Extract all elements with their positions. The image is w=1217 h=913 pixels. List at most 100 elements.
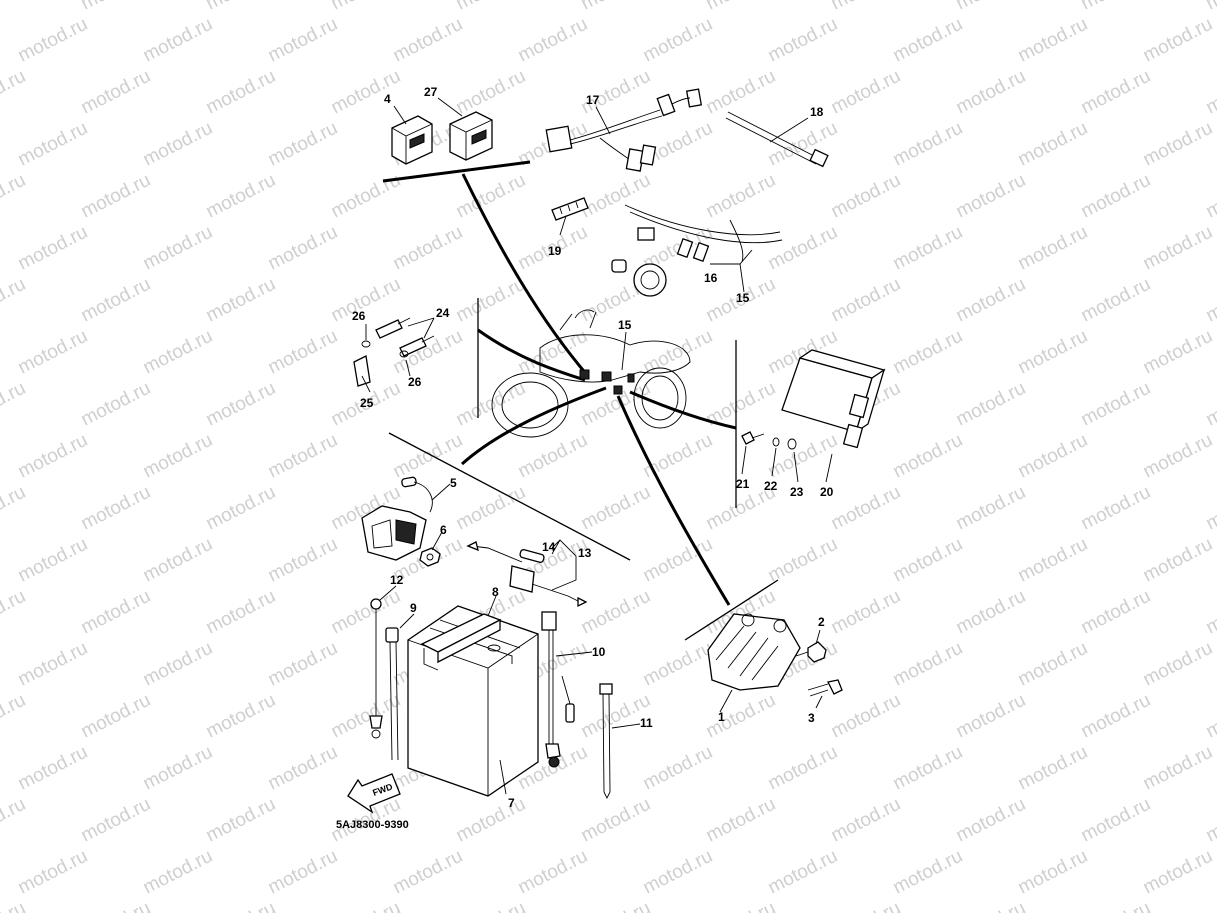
watermark-text: motod.ru [578,482,654,535]
watermark-text: motod.ru [953,66,1029,119]
watermark-text: motod.ru [328,0,404,14]
watermark-text: motod.ru [1203,378,1217,431]
watermark-text: motod.ru [515,14,591,67]
watermark-text: motod.ru [828,898,904,913]
watermark-text: motod.ru [140,534,216,587]
watermark-text: motod.ru [515,846,591,899]
watermark-text: motod.ru [1140,534,1216,587]
watermark-text: motod.ru [1015,534,1091,587]
watermark-text: motod.ru [1203,66,1217,119]
watermark-text: motod.ru [15,222,91,275]
watermark-text: motod.ru [890,430,966,483]
watermark-text: motod.ru [1078,0,1154,14]
watermark-text: motod.ru [1078,690,1154,743]
watermark-text: motod.ru [1140,846,1216,899]
watermark-text: motod.ru [1015,222,1091,275]
callout-6: 6 [440,523,447,537]
callout-10: 10 [592,645,606,659]
watermark-text: motod.ru [765,14,841,67]
watermark-text: motod.ru [1078,482,1154,535]
bracket-25 [353,355,371,387]
wire-harness-17 [545,88,703,172]
watermark-text: motod.ru [0,66,29,119]
watermark-text: motod.ru [890,222,966,275]
watermark-text: motod.ru [203,898,279,913]
watermark-text: motod.ru [578,898,654,913]
watermark-text: motod.ru [203,0,279,14]
hose-9 [385,627,399,761]
callout-7: 7 [508,796,515,810]
watermark-text: motod.ru [78,794,154,847]
watermark-text: motod.ru [390,846,466,899]
watermark-text: motod.ru [15,326,91,379]
watermark-text: motod.ru [515,430,591,483]
callout-22: 22 [764,479,778,493]
callout-21: 21 [736,477,750,491]
watermark-text: motod.ru [890,118,966,171]
watermark-text: motod.ru [265,638,341,691]
callout-12: 12 [390,573,404,587]
watermark-text: motod.ru [140,14,216,67]
cdi-unit-20 [781,349,886,449]
callout-20: 20 [820,485,834,499]
watermark-text: motod.ru [578,794,654,847]
cable-tie-18 [725,111,829,168]
watermark-text: motod.ru [328,898,404,913]
watermark-text: motod.ru [1140,14,1216,67]
watermark-text: motod.ru [265,742,341,795]
watermark-text: motod.ru [1140,326,1216,379]
watermark-text: motod.ru [1078,586,1154,639]
watermark-text: motod.ru [828,482,904,535]
callout-2: 2 [818,615,825,629]
watermark-text: motod.ru [828,690,904,743]
watermark-text: motod.ru [1078,274,1154,327]
watermark-text: motod.ru [203,274,279,327]
callout-18: 18 [810,105,824,119]
group-leader-lines [382,160,779,641]
watermark-text: motod.ru [828,586,904,639]
watermark-text: motod.ru [1015,118,1091,171]
lead-12 [369,598,383,739]
watermark-text: motod.ru [453,0,529,14]
watermark-text: motod.ru [1140,118,1216,171]
watermark-text: motod.ru [78,482,154,535]
washer-26 [361,340,409,358]
watermark-text: motod.ru [265,118,341,171]
watermark-text: motod.ru [15,534,91,587]
callout-5: 5 [450,476,457,490]
watermark-text: motod.ru [703,0,779,14]
watermark-text: motod.ru [640,638,716,691]
watermark-text: motod.ru [203,66,279,119]
watermark-text: motod.ru [453,378,529,431]
callout-numbers: 1 2 3 4 5 6 7 8 9 10 11 12 13 14 15 15 1… [352,85,834,810]
bolt-3 [807,679,843,697]
watermark-text: motod.ru [265,222,341,275]
watermark-text: motod.ru [890,14,966,67]
watermark-text: motod.ru [453,274,529,327]
watermark-text: motod.ru [1140,222,1216,275]
watermark-text: motod.ru [390,430,466,483]
starter-relay-5 [361,476,433,561]
watermark-text: motod.ru [203,170,279,223]
watermark-text: motod.ru [0,378,29,431]
watermark-text: motod.ru [953,586,1029,639]
watermark-text: motod.ru [703,690,779,743]
relay-4 [391,115,433,165]
watermark-text: motod.ru [453,794,529,847]
watermark-text: motod.ru [1015,846,1091,899]
watermark-text: motod.ru [453,66,529,119]
battery-band-8 [420,613,502,671]
watermark-text: motod.ru [1203,690,1217,743]
watermark-text: motod.ru [1015,742,1091,795]
watermark-text: motod.ru [703,66,779,119]
watermark-text: motod.ru [265,14,341,67]
watermark-text: motod.ru [15,638,91,691]
bolt-2 [795,641,827,663]
watermark-text: motod.ru [1203,898,1217,913]
drawing-code: 5AJ8300-9390 [336,819,409,831]
watermark-text: motod.ru [0,898,29,913]
watermark-text: motod.ru [953,0,1029,14]
watermark-text: motod.ru [265,326,341,379]
watermark-text: motod.ru [453,898,529,913]
watermark-text: motod.ru [390,222,466,275]
